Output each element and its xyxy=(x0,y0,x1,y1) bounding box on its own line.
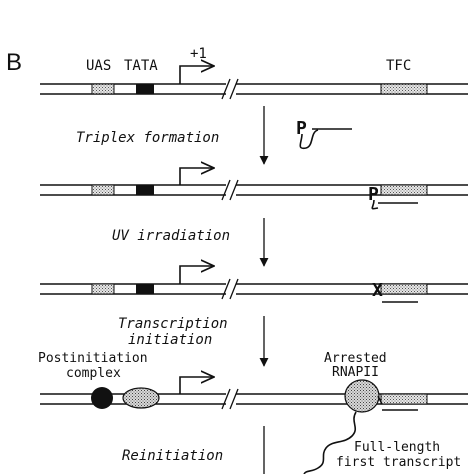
tss-arrow xyxy=(179,377,214,394)
transcript-squiggle xyxy=(303,411,357,474)
p-marker-bound: P xyxy=(368,184,379,205)
dna-row-2: P xyxy=(40,168,468,210)
crosslink: X xyxy=(372,280,418,303)
dna-row-3: X xyxy=(40,266,468,303)
postinitiation-complex-blob xyxy=(122,387,160,409)
dna-row-4 xyxy=(40,377,468,413)
tss-arrow xyxy=(179,66,214,84)
tss-label: +1 xyxy=(190,46,207,62)
tata-box xyxy=(136,185,154,195)
activator-blob xyxy=(91,387,113,409)
step-transcription-line-2: initiation xyxy=(128,332,212,348)
uas-box xyxy=(91,283,115,295)
uas-box xyxy=(91,83,115,95)
p-marker-free: P xyxy=(296,118,307,139)
x-marker: X xyxy=(372,280,383,301)
tata-label: TATA xyxy=(124,58,158,74)
tfc-box xyxy=(380,83,428,95)
step-transcription-line-1: Transcription xyxy=(118,316,228,332)
tata-box xyxy=(136,284,154,294)
full-length-label: Full-length xyxy=(354,440,440,455)
triplex-oligo: P xyxy=(296,118,352,150)
complex-label: complex xyxy=(66,366,121,381)
tfc-box xyxy=(380,184,428,196)
step-reinitiation: Reinitiation xyxy=(122,448,223,464)
uas-label: UAS xyxy=(86,58,111,74)
tfc-box xyxy=(380,393,428,405)
tss-arrow xyxy=(179,266,214,284)
step-uv: UV irradiation xyxy=(112,228,230,244)
tfc-label: TFC xyxy=(386,58,411,74)
tss-arrow xyxy=(179,168,214,185)
crosslink-row-4 xyxy=(377,395,418,411)
triplex-bound: P xyxy=(368,184,418,210)
arrested-rnapii-blob xyxy=(344,379,380,413)
postinitiation-label: Postinitiation xyxy=(38,351,148,366)
uas-box xyxy=(91,184,115,196)
rnapii-label: RNAPII xyxy=(332,365,379,380)
tfc-box xyxy=(380,283,428,295)
first-transcript-label: first transcript xyxy=(336,455,461,470)
step-triplex: Triplex formation xyxy=(76,130,219,146)
dna-row-1 xyxy=(40,66,468,100)
arrested-label: Arrested xyxy=(324,351,387,366)
tata-box xyxy=(136,84,154,94)
panel-label: B xyxy=(6,49,22,76)
